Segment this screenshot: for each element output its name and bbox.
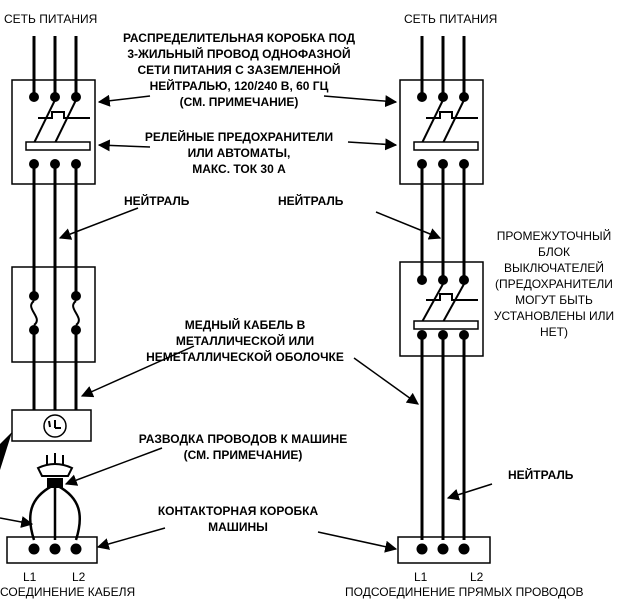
contactor-box-label: КОНТАКТОРНАЯ КОРОБКА МАШИНЫ	[138, 503, 338, 535]
left-plug-cord	[28, 453, 82, 541]
neutral-right-label: НЕЙТРАЛЬ	[278, 194, 344, 208]
distribution-box-line: СЕТИ ПИТАНИЯ С ЗАЗЕМЛЕННОЙ	[137, 63, 341, 77]
right-system	[397, 36, 491, 564]
l2-right-label: L2	[470, 570, 484, 584]
l1-left-label: L1	[23, 570, 37, 584]
contactor-box-line: КОНТАКТОРНАЯ КОРОБКА	[157, 504, 319, 518]
contactor-box-line: МАШИНЫ	[208, 520, 268, 534]
distribution-box-line: НЕЙТРАЛЬЮ, 120/240 В, 60 ГЦ	[149, 79, 329, 93]
wiring-line: РАЗВОДКА ПРОВОДОВ К МАШИНЕ	[138, 432, 348, 446]
right-intermediate-block	[399, 261, 484, 357]
copper-cable-line: МЕТАЛЛИЧЕСКОЙ ИЛИ	[175, 334, 315, 348]
left-receptacle	[11, 409, 92, 442]
intermediate-block-line: НЕТ)	[540, 325, 568, 339]
distribution-box-label: РАСПРЕДЕЛИТЕЛЬНАЯ КОРОБКА ПОД 3-ЖИЛЬНЫЙ …	[104, 30, 374, 110]
copper-cable-line: НЕМЕТАЛЛИЧЕСКОЙ ОБОЛОЧКЕ	[146, 350, 344, 364]
left-supply-wires	[32, 36, 78, 80]
wiring-label: РАЗВОДКА ПРОВОДОВ К МАШИНЕ (СМ. ПРИМЕЧАН…	[116, 431, 370, 463]
wiring-line: (СМ. ПРИМЕЧАНИЕ)	[183, 448, 303, 462]
intermediate-block-line: УСТАНОВЛЕНЫ ИЛИ	[493, 309, 615, 323]
right-distribution-box	[399, 79, 484, 185]
l1-right-label: L1	[414, 570, 428, 584]
cut-off-arrow-icon	[0, 432, 12, 470]
fuses-line: РЕЛЕЙНЫЕ ПРЕДОХРАНИТЕЛИ	[144, 130, 334, 144]
intermediate-block-line: БЛОК	[537, 245, 571, 259]
left-contactor-box	[6, 536, 98, 564]
right-contactor-box	[397, 536, 491, 564]
copper-cable-label: МЕДНЫЙ КАБЕЛЬ В МЕТАЛЛИЧЕСКОЙ ИЛИ НЕМЕТА…	[130, 317, 360, 365]
distribution-box-line: РАСПРЕДЕЛИТЕЛЬНАЯ КОРОБКА ПОД	[122, 31, 356, 45]
fuses-line: МАКС. ТОК 30 А	[192, 162, 286, 176]
neutral-left-label: НЕЙТРАЛЬ	[124, 194, 190, 208]
fuses-label: РЕЛЕЙНЫЕ ПРЕДОХРАНИТЕЛИ ИЛИ АВТОМАТЫ, МА…	[104, 129, 374, 177]
cut-off-line	[0, 516, 34, 528]
left-system	[0, 36, 98, 564]
intermediate-block-line: ПРОМЕЖУТОЧНЫЙ	[496, 229, 612, 243]
distribution-box-line: (СМ. ПРИМЕЧАНИЕ)	[179, 95, 299, 109]
fuses-line: ИЛИ АВТОМАТЫ,	[187, 146, 291, 160]
intermediate-block-line: ВЫКЛЮЧАТЕЛЕЙ	[503, 261, 605, 275]
left-fuse-box	[11, 266, 96, 363]
copper-cable-line: МЕДНЫЙ КАБЕЛЬ В	[184, 318, 306, 332]
intermediate-block-label: ПРОМЕЖУТОЧНЫЙ БЛОК ВЫКЛЮЧАТЕЛЕЙ (ПРЕДОХР…	[486, 228, 622, 340]
leader-arrows	[58, 94, 493, 553]
distribution-box-line: 3-ЖИЛЬНЫЙ ПРОВОД ОДНОФАЗНОЙ	[127, 47, 351, 61]
direct-connection-label: ПОДСОЕДИНЕНИЕ ПРЯМЫХ ПРОВОДОВ	[345, 585, 584, 599]
left-distribution-box	[11, 79, 96, 185]
supply-left-label: СЕТЬ ПИТАНИЯ	[4, 12, 98, 26]
l2-left-label: L2	[72, 570, 86, 584]
intermediate-block-line: МОГУТ БЫТЬ	[515, 293, 593, 307]
intermediate-block-line: (ПРЕДОХРАНИТЕЛИ	[495, 277, 613, 291]
neutral-lower-right-label: НЕЙТРАЛЬ	[508, 468, 574, 482]
supply-right-label: СЕТЬ ПИТАНИЯ	[404, 12, 498, 26]
cable-connection-label: СОЕДИНЕНИЕ КАБЕЛЯ	[0, 585, 136, 599]
